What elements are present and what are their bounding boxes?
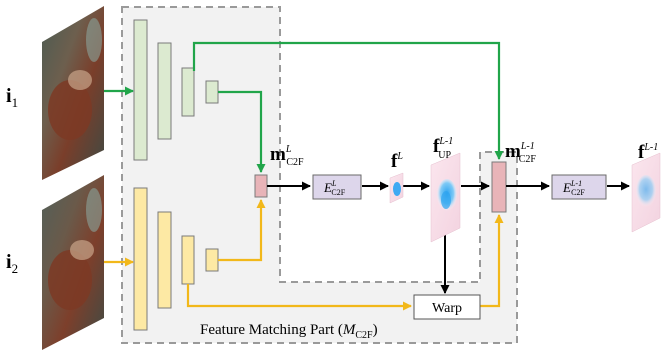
feature-pyramid-2: [133, 187, 219, 331]
input-image-1: [42, 6, 104, 180]
label-f-L1: fL-1: [638, 142, 658, 163]
input-image-2: [42, 175, 104, 350]
matching-block-L: [254, 174, 268, 198]
pyr2-level-1: [133, 187, 148, 331]
pyr1-level-4: [205, 80, 219, 104]
encoder-block-L: [312, 174, 362, 200]
pyr2-level-4: [205, 248, 219, 272]
arrow-warp-to-mL1: [480, 214, 504, 308]
feature-matching-caption: Feature Matching Part (MC2F): [200, 322, 378, 341]
pyr2-level-3: [181, 235, 195, 285]
pyr1-level-1: [133, 19, 148, 161]
matching-block-L1: [491, 161, 507, 213]
label-f-L: fL: [391, 151, 403, 172]
pyr1-level-3: [181, 67, 195, 117]
arrow-pyr2-level4-to-mL: [218, 199, 266, 262]
flow-card-fL: [389, 172, 404, 204]
input-label-i1: i1: [6, 85, 18, 110]
arrow-pyr1-level4-to-mL: [218, 90, 266, 173]
flow-card-fL1: [631, 152, 661, 233]
arrow-pyr2-level3-to-warp: [186, 284, 412, 311]
pyr1-level-2: [157, 42, 172, 140]
flow-card-fup: [430, 152, 461, 243]
arrow-pyr1-level3-to-mL1: [192, 41, 504, 160]
feature-pyramid-1: [133, 19, 219, 161]
warp-block: [413, 294, 481, 320]
encoder-block-L1: [551, 174, 607, 200]
pyr2-level-2: [157, 211, 172, 309]
input-label-i2: i2: [6, 251, 18, 276]
warp-label: Warp: [432, 301, 462, 316]
